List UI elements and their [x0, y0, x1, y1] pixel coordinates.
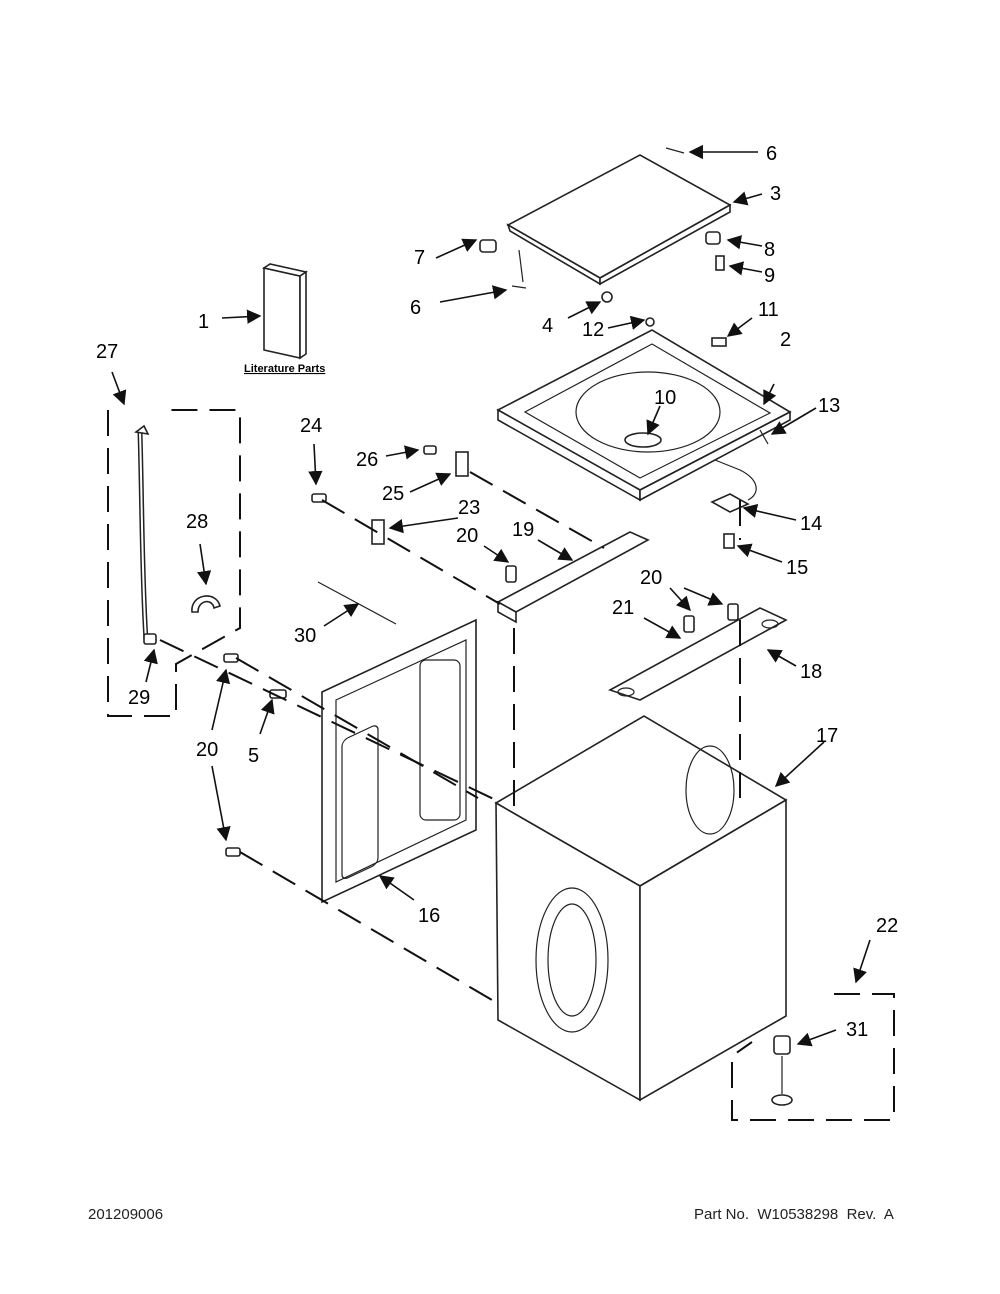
footer-code: 201209006 — [88, 1206, 164, 1223]
callout-30: 30 — [294, 625, 316, 647]
callout-26: 26 — [356, 449, 378, 471]
callout-25: 25 — [382, 483, 404, 505]
callout-6-left: 6 — [410, 297, 421, 319]
callout-16: 16 — [418, 905, 440, 927]
callout-5: 5 — [248, 745, 259, 767]
top-panel-part — [496, 317, 792, 502]
hose-clip-part — [191, 595, 221, 613]
callout-7: 7 — [414, 247, 425, 269]
callout-labels: 1 2 3 4 5 6 6 7 8 9 10 11 12 13 14 15 16… — [96, 143, 898, 1041]
callout-8: 8 — [764, 239, 775, 261]
callout-20-top: 20 — [456, 525, 478, 547]
callout-21: 21 — [612, 597, 634, 619]
callout-19: 19 — [512, 519, 534, 541]
front-bracket-part — [608, 607, 788, 701]
callout-15: 15 — [786, 557, 808, 579]
leveling-leg-part — [771, 1035, 793, 1106]
rear-panel-part — [321, 618, 477, 904]
callout-27: 27 — [96, 341, 118, 363]
callout-28: 28 — [186, 511, 208, 533]
callout-13: 13 — [818, 395, 840, 417]
callout-31: 31 — [846, 1019, 868, 1041]
callout-24: 24 — [300, 415, 322, 437]
literature-parts-label: Literature Parts — [244, 363, 325, 375]
callout-11: 11 — [758, 299, 779, 321]
callout-20-right: 20 — [640, 567, 662, 589]
hinge-hardware — [479, 147, 725, 303]
callout-6-top: 6 — [766, 143, 777, 165]
callout-1: 1 — [198, 311, 209, 333]
literature-parts-booklet — [261, 263, 309, 360]
assembly-lines — [107, 409, 895, 1121]
callout-4: 4 — [542, 315, 553, 337]
cabinet-part — [494, 715, 788, 1102]
lid-part — [506, 154, 732, 286]
callout-17: 17 — [816, 725, 838, 747]
callout-22: 22 — [876, 915, 898, 937]
footer-part-number: Part No. W10538298 Rev. A — [694, 1206, 894, 1223]
callout-10: 10 — [654, 387, 676, 409]
callout-9: 9 — [764, 265, 775, 287]
leader-arrows — [111, 144, 871, 1047]
callout-14: 14 — [800, 513, 822, 535]
callout-3: 3 — [770, 183, 781, 205]
callout-12: 12 — [582, 319, 604, 341]
screws — [223, 445, 739, 857]
callout-23: 23 — [458, 497, 480, 519]
callout-20-left: 20 — [196, 739, 218, 761]
rear-bracket-part — [496, 531, 650, 624]
drain-hose-part — [134, 424, 157, 645]
callout-29: 29 — [128, 687, 150, 709]
callout-2: 2 — [780, 329, 791, 351]
callout-18: 18 — [800, 661, 822, 683]
